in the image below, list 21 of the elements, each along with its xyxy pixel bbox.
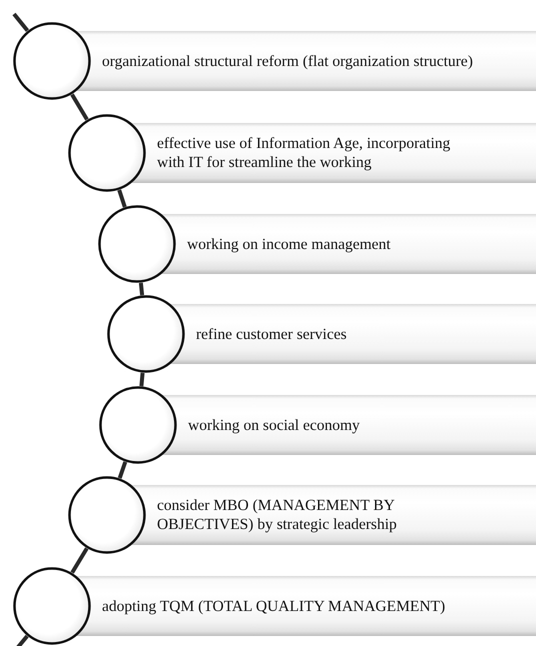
step-text: organizational structural reform (flat organization structure) bbox=[102, 52, 474, 70]
connector-line bbox=[139, 372, 145, 386]
step-bar bbox=[77, 31, 536, 91]
step-bar bbox=[132, 485, 536, 545]
step-bar bbox=[171, 304, 536, 364]
step-text: effective use of Information Age, incorporating with IT for streamline the working bbox=[157, 134, 452, 172]
step-text: refine customer services bbox=[196, 324, 348, 344]
step-text: consider MBO (MANAGEMENT BY OBJECTIVES) by strategic leadership bbox=[157, 496, 398, 534]
step-bar bbox=[132, 123, 536, 183]
connector-line bbox=[138, 282, 144, 296]
step-bar bbox=[77, 576, 536, 636]
connector-line bbox=[12, 12, 30, 32]
connector-line bbox=[118, 461, 128, 479]
connector-line bbox=[70, 547, 89, 574]
step-bar bbox=[162, 214, 536, 274]
connector-line bbox=[70, 93, 89, 121]
step-text: adopting TQM (TOTAL QUALITY MANAGEMENT) bbox=[102, 596, 446, 616]
connector-line bbox=[117, 189, 127, 208]
step-bar bbox=[163, 395, 536, 455]
step-text: working on income management bbox=[187, 234, 392, 254]
step-text: working on social economy bbox=[188, 416, 361, 434]
